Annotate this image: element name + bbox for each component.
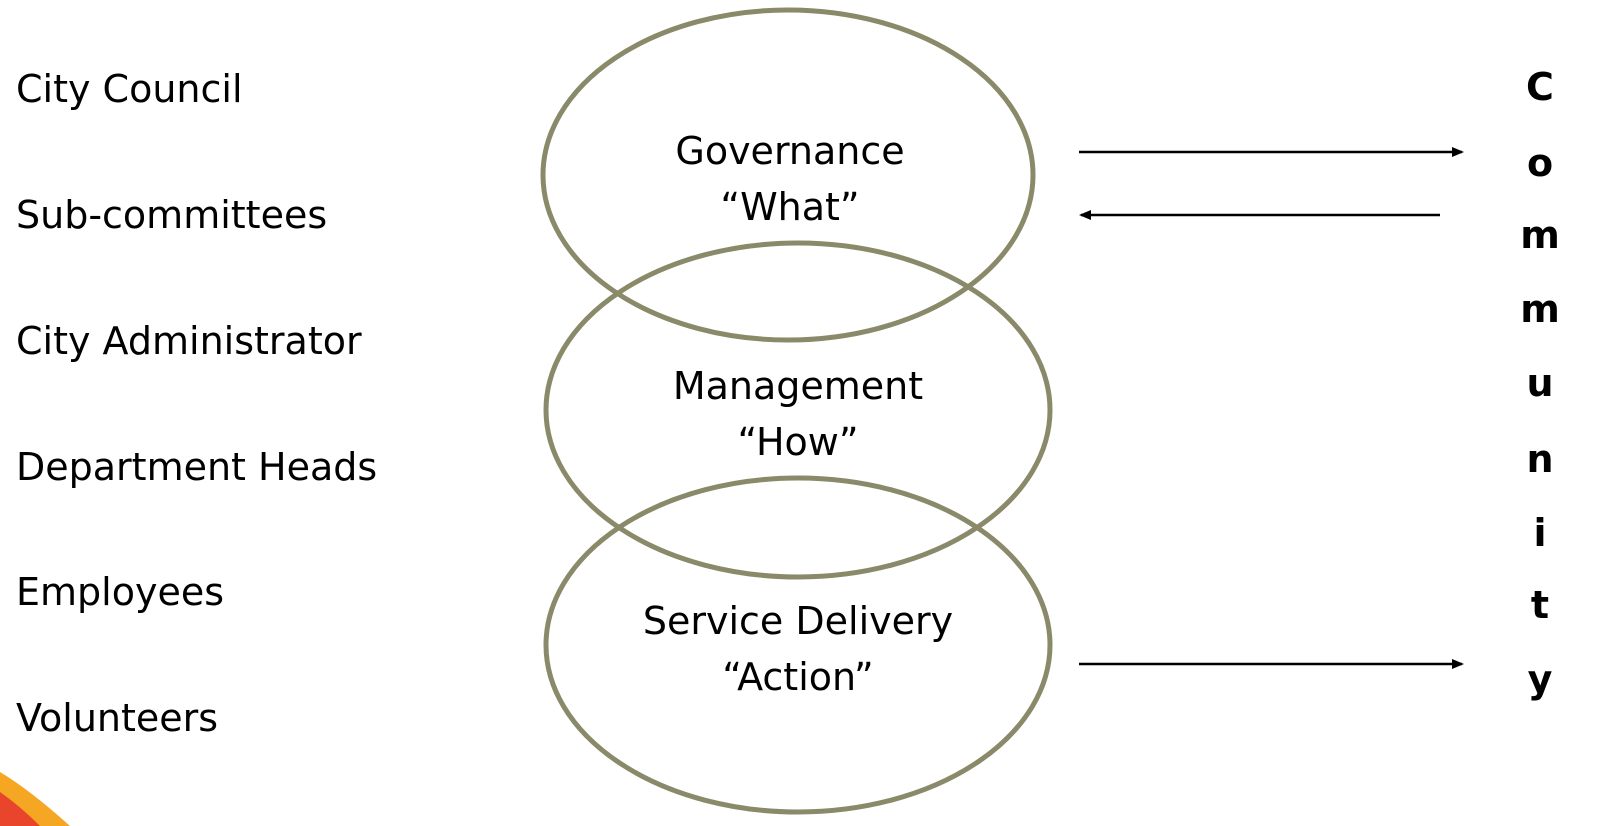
community-letter: n	[1526, 437, 1554, 481]
management-title: Management	[672, 364, 924, 408]
service-delivery-label: Service Delivery “Action”	[618, 593, 978, 705]
governance-subtitle: “What”	[720, 185, 860, 229]
community-letter: t	[1530, 583, 1550, 627]
community-letter: C	[1526, 65, 1554, 109]
management-subtitle: “How”	[737, 420, 859, 464]
corner-accent-red	[0, 792, 40, 826]
community-letter: m	[1520, 213, 1560, 257]
community-letter: i	[1533, 511, 1547, 555]
governance-title: Governance	[675, 129, 905, 173]
community-vertical-text: C o m m u n i t y	[1510, 62, 1570, 702]
label-city-council: City Council	[16, 67, 243, 111]
community-letter: m	[1520, 287, 1560, 331]
label-volunteers: Volunteers	[16, 696, 219, 740]
governance-label: Governance “What”	[610, 123, 970, 235]
community-letter: o	[1526, 141, 1554, 185]
label-department-heads: Department Heads	[16, 445, 378, 489]
label-city-administrator: City Administrator	[16, 319, 362, 363]
management-ellipse	[543, 240, 1053, 580]
governance-ellipse	[540, 7, 1036, 343]
hierarchy-list: City Council Sub-committees City Adminis…	[16, 0, 436, 826]
label-sub-committees: Sub-committees	[16, 193, 328, 237]
service-delivery-ellipse	[543, 475, 1053, 815]
management-label: Management “How”	[618, 358, 978, 470]
service-delivery-subtitle: “Action”	[722, 655, 874, 699]
label-employees: Employees	[16, 570, 224, 614]
community-letter: y	[1527, 657, 1553, 701]
service-delivery-title: Service Delivery	[642, 599, 954, 643]
community-letter: u	[1526, 361, 1554, 405]
